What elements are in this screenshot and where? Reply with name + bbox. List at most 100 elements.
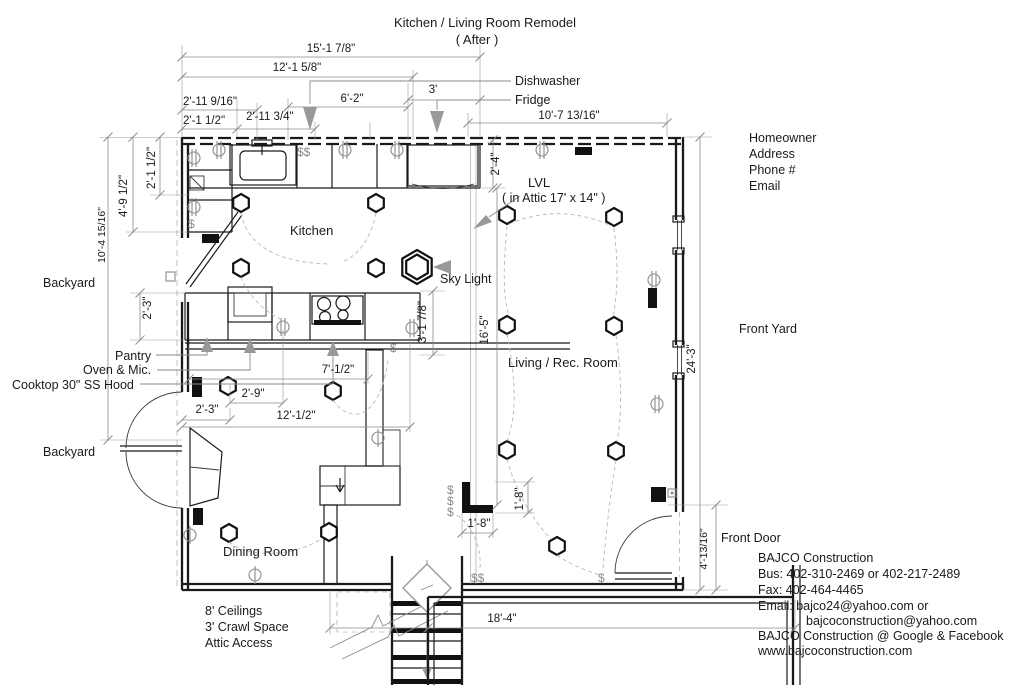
cabinet-divisions: [320, 466, 346, 505]
switch-icon: $: [188, 217, 195, 231]
cooktop-arrow: [327, 341, 339, 356]
lower-room-walls: [426, 565, 795, 685]
annotation-text: Kitchen / Living Room Remodel ( After ) …: [12, 15, 1004, 658]
wall-item: [192, 377, 202, 397]
recessed-light-icon: [607, 440, 625, 462]
backyard-upper-label: Backyard: [43, 276, 95, 290]
dim-1-8-h: 1'-8": [468, 518, 491, 530]
diamond-mark: [420, 584, 434, 591]
wall-box-icon: [667, 488, 677, 498]
dim-2-1-left: 2'-1 1/2": [146, 147, 158, 189]
outlets-and-fixtures: [165, 140, 677, 585]
cooktop-label: Cooktop 30" SS Hood: [12, 378, 134, 392]
dim-3ft: 3': [429, 84, 438, 96]
switch-icon: $$: [471, 571, 485, 585]
oven-mic-label: Oven & Mic.: [83, 363, 151, 377]
dining-room-label: Dining Room: [223, 544, 298, 559]
window-jamb: [672, 340, 685, 348]
stair-railing-wall: [323, 504, 338, 585]
switches: $$ $ $ $ $ $ $$ $: [188, 145, 605, 585]
cabinet-upper: [382, 429, 401, 467]
sink-basin: [239, 150, 287, 181]
living-room-label: Living / Rec. Room: [508, 355, 618, 370]
stair-landing: [336, 591, 391, 633]
dishwasher-label: Dishwasher: [515, 74, 580, 88]
dim-2-3-left: 2'-3": [142, 297, 154, 320]
ceiling-fixture-icon: [371, 428, 385, 448]
kitchen-room-label: Kitchen: [290, 223, 333, 238]
lvl-arrow: [473, 215, 492, 229]
homeowner-label: Homeowner: [749, 131, 816, 145]
note-attic-access: Attic Access: [205, 636, 272, 650]
wall-box-dot: [670, 491, 674, 495]
note-ceilings: 8' Ceilings: [205, 604, 262, 618]
l-column: [462, 482, 493, 513]
stairs: [329, 556, 464, 685]
contractor-fax: Fax: 402-464-4465: [758, 583, 864, 597]
outlet-icon: [187, 148, 201, 168]
dim-2-11-9: 2'-11 9/16": [183, 96, 237, 108]
dim-24-3: 24'-3": [686, 344, 698, 373]
dim-2-1-top: 2'-1 1/2": [183, 115, 225, 127]
front-door-leaf: [615, 572, 672, 580]
fridge-outline: [407, 144, 479, 187]
phone-label: Phone #: [749, 163, 796, 177]
hutch-outline: [189, 426, 223, 507]
switch-icon: $: [598, 571, 605, 585]
window-glass: [677, 220, 682, 375]
oven-arrow: [244, 338, 256, 353]
dim-kitchen-width: 12'-1 5/8": [273, 62, 321, 74]
front-door-label: Front Door: [721, 531, 781, 545]
dimension-text: 15'-1 7/8" 12'-1 5/8" 6'-2" 3' 2'-11 9/1…: [96, 43, 710, 625]
burner: [335, 295, 351, 311]
lvl-label: LVL: [528, 175, 550, 190]
sky-light-label: Sky Light: [440, 272, 492, 286]
electrical-panel: [651, 487, 666, 502]
front-yard-label: Front Yard: [739, 322, 797, 336]
appliance-garage-diag: [189, 175, 205, 191]
switch-icon: $: [447, 505, 454, 519]
recessed-light-icon: [605, 206, 623, 228]
fridge-label: Fridge: [515, 93, 550, 107]
recessed-light-icon: [320, 521, 338, 543]
island-counter: [184, 292, 421, 341]
dim-overall-width: 15'-1 7/8": [307, 43, 355, 55]
dim-7-05: 7'-1/2": [322, 364, 355, 376]
break-line: [341, 610, 449, 660]
break-line: [329, 600, 433, 649]
sky-light-inner: [405, 253, 429, 281]
d dining-hutch: [189, 426, 223, 507]
recessed-light-icon: [367, 257, 385, 279]
contractor-email2: bajcoconstruction@yahoo.com: [806, 614, 977, 628]
contractor-email1: Email: bajco24@yahoo.com or: [758, 599, 928, 613]
sky-light-arrow: [433, 260, 451, 274]
wall-item: [648, 288, 657, 308]
recessed-light-icon: [232, 192, 250, 214]
note-crawl-space: 3' Crawl Space: [205, 620, 289, 634]
contractor-bus: Bus: 402-310-2469 or 402-217-2489: [758, 567, 960, 581]
recessed-light-icon: [367, 192, 385, 214]
fridge-arrow: [430, 111, 444, 133]
dimension-lines: [107, 56, 795, 629]
dim-10-7: 10'-7 13/16": [538, 110, 599, 122]
upper-counter: [189, 144, 481, 189]
ceiling-fixture-icon: [183, 525, 197, 545]
right-wall-windows: [672, 215, 685, 380]
dim-4-0816: 4'-13/16": [698, 528, 710, 570]
wall-item: [575, 147, 592, 155]
recessed-light-icon: [548, 535, 566, 557]
switch-icon: $$: [297, 145, 311, 159]
dishwasher-arrow: [303, 107, 317, 130]
dim-2-9: 2'-9": [242, 388, 265, 400]
appliance-garage: [189, 175, 205, 191]
stairwell-walls: [390, 556, 464, 685]
cooktop-controls: [314, 320, 361, 325]
left-counter: [189, 144, 233, 233]
front-door-swing: [614, 515, 673, 574]
exterior-walls: [176, 136, 685, 592]
recessed-light-icon: [498, 439, 516, 461]
french-door-leaves: [120, 445, 182, 452]
switch-icon: $: [447, 494, 454, 508]
